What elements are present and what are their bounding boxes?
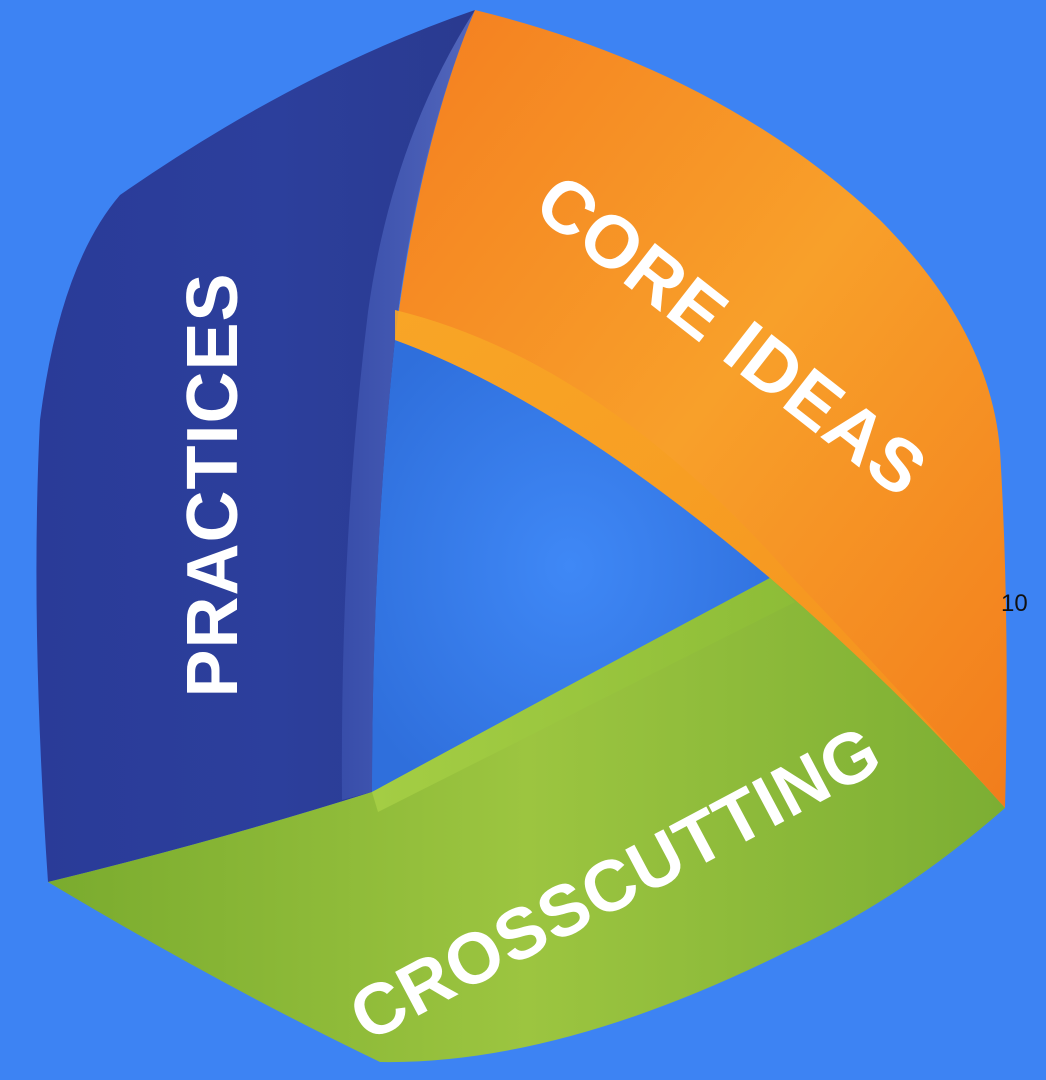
crosscutting-band-inner-edge — [372, 578, 795, 812]
crosscutting-band — [48, 578, 1005, 1063]
practices-label: PRACTICES — [173, 272, 253, 697]
practices-band-inner-edge — [341, 10, 475, 800]
core-ideas-band — [395, 10, 1007, 808]
center-hole — [368, 340, 770, 792]
core-ideas-band-inner-edge — [395, 310, 1005, 808]
page-number: 10 — [1001, 590, 1028, 617]
